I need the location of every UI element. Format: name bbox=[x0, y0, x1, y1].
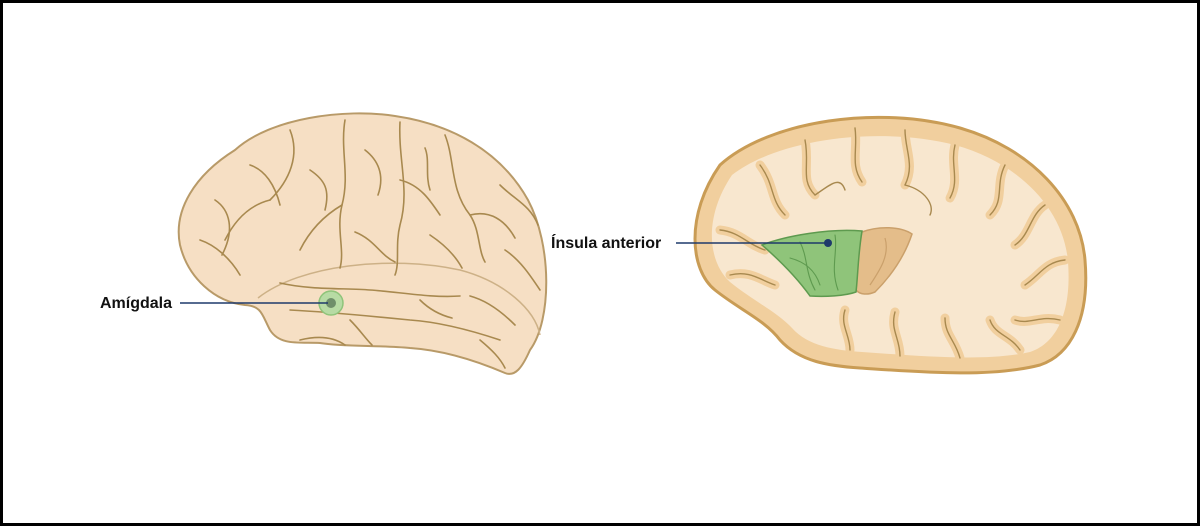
anterior-insula-gyri bbox=[789, 234, 839, 291]
sectioned-brain: Ínsula anterior bbox=[551, 115, 1088, 375]
section-sulci bbox=[719, 127, 1066, 359]
anterior-insula-marker bbox=[824, 239, 832, 247]
anterior-insula bbox=[760, 229, 863, 298]
lateral-brain-sulci bbox=[199, 119, 541, 369]
lateral-brain: Amígdala bbox=[100, 112, 548, 375]
anterior-insula-label: Ínsula anterior bbox=[551, 233, 661, 252]
temporal-lobe-outline bbox=[257, 262, 541, 336]
amygdala-label: Amígdala bbox=[100, 295, 172, 312]
amygdala-core bbox=[326, 298, 336, 308]
posterior-insula-fold bbox=[869, 237, 887, 286]
